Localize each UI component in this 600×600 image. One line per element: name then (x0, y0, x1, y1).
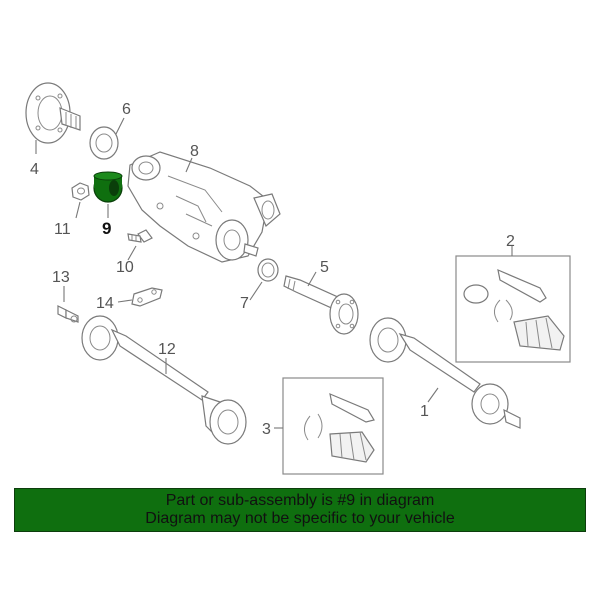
callout-11[interactable]: 11 (54, 221, 71, 238)
callout-5[interactable]: 5 (320, 259, 329, 276)
part-13-bolt[interactable] (57, 305, 79, 323)
leader-14 (117, 299, 133, 303)
callout-7[interactable]: 7 (240, 295, 249, 312)
part-8-differential[interactable] (127, 151, 281, 263)
callout-9[interactable]: 9 (102, 219, 111, 238)
kit-2-box[interactable] (455, 255, 571, 363)
leader-8 (185, 157, 193, 173)
part-7-seal[interactable] (257, 258, 279, 282)
banner-line-2: Diagram may not be specific to your vehi… (145, 510, 455, 527)
kit-3-box[interactable] (282, 377, 384, 475)
leader-5 (307, 271, 317, 287)
part-5-shaft[interactable] (283, 275, 359, 335)
part-6-seal[interactable] (89, 126, 119, 160)
banner-line-1: Part or sub-assembly is #9 in diagram (165, 492, 435, 509)
callout-10[interactable]: 10 (116, 259, 134, 276)
leader-1 (427, 387, 439, 403)
callout-12[interactable]: 12 (158, 341, 176, 358)
leader-11 (75, 201, 81, 219)
callout-4[interactable]: 4 (30, 161, 39, 178)
callout-3[interactable]: 3 (262, 421, 271, 438)
callout-6[interactable]: 6 (122, 101, 131, 118)
callout-13[interactable]: 13 (52, 269, 70, 286)
leader-10 (127, 245, 137, 261)
part-9-bushing[interactable] (93, 171, 123, 203)
callout-1[interactable]: 1 (420, 403, 429, 420)
part-1-axle-shaft[interactable] (369, 317, 521, 429)
callout-8[interactable]: 8 (190, 143, 199, 160)
leader-6 (115, 117, 125, 135)
callout-2[interactable]: 2 (506, 233, 515, 250)
part-11-nut[interactable] (71, 182, 90, 201)
callout-14[interactable]: 14 (96, 295, 114, 312)
leader-7 (249, 281, 263, 301)
part-12-axle-shaft[interactable] (81, 315, 247, 445)
part-10-bolt[interactable] (127, 229, 153, 243)
part-4-flange[interactable] (25, 82, 81, 144)
info-banner: Part or sub-assembly is #9 in diagram Di… (14, 488, 586, 532)
part-14-bracket[interactable] (131, 287, 163, 307)
